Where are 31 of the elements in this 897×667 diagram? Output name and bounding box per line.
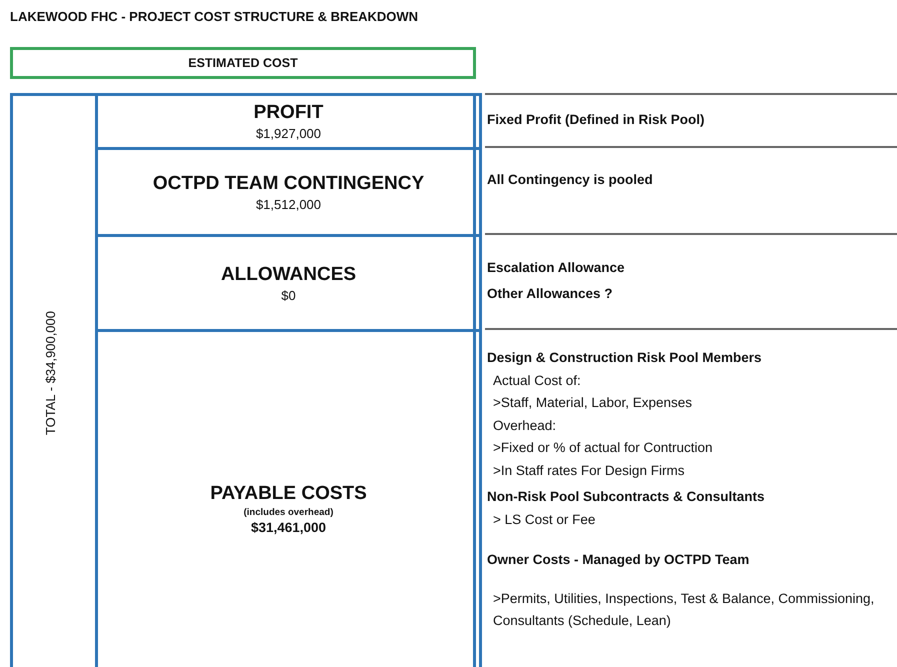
note-text: (includes overhead) (244, 507, 334, 518)
section-heading: PAYABLE COSTS (210, 483, 367, 505)
cost-section-box (95, 329, 482, 667)
description-text: Other Allowances ? (487, 285, 614, 303)
description-text: >Fixed or % of actual for Contruction (492, 439, 714, 457)
description-text: >In Staff rates For Design Firms (492, 462, 686, 480)
description-text: > LS Cost or Fee (492, 510, 596, 528)
cost-section-box (95, 147, 482, 237)
header-box (10, 47, 476, 79)
description-text: Non-Risk Pool Subcontracts & Consultants (487, 488, 766, 506)
description-text: Owner Costs - Managed by OCTPD Team (487, 551, 750, 569)
section-heading: PROFIT (254, 102, 324, 124)
description-text: Design & Construction Risk Pool Members (487, 349, 763, 367)
diagram-title: LAKEWOOD FHC - PROJECT COST STRUCTURE & BREAKDOWN (10, 9, 418, 24)
section-heading: ESTIMATED COST (188, 56, 298, 70)
description-text: >Staff, Material, Labor, Expenses (492, 394, 693, 412)
description-text: All Contingency is pooled (487, 171, 654, 189)
cost-section-box (95, 234, 482, 332)
description-text: Overhead: (492, 416, 558, 434)
section-heading: ALLOWANCES (220, 264, 356, 286)
cost-amount: $31,461,000 (250, 520, 326, 535)
description-text: Actual Cost of: (492, 372, 582, 390)
cost-amount: $1,927,000 (256, 126, 322, 141)
description-text: Escalation Allowance (487, 259, 626, 277)
cost-amount: $1,512,000 (256, 196, 322, 212)
cost-amount: $0 (281, 288, 296, 302)
description-text: Fixed Profit (Defined in Risk Pool) (487, 111, 706, 129)
description-text: >Permits, Utilities, Inspections, Test & Balance, Commissioning, Consultants (Schedule, Lean) (492, 590, 876, 630)
cost-section-box (95, 93, 482, 150)
section-heading: OCTPD TEAM CONTINGENCY (152, 172, 424, 194)
total-label: TOTAL - $34,900,000 (43, 311, 58, 436)
